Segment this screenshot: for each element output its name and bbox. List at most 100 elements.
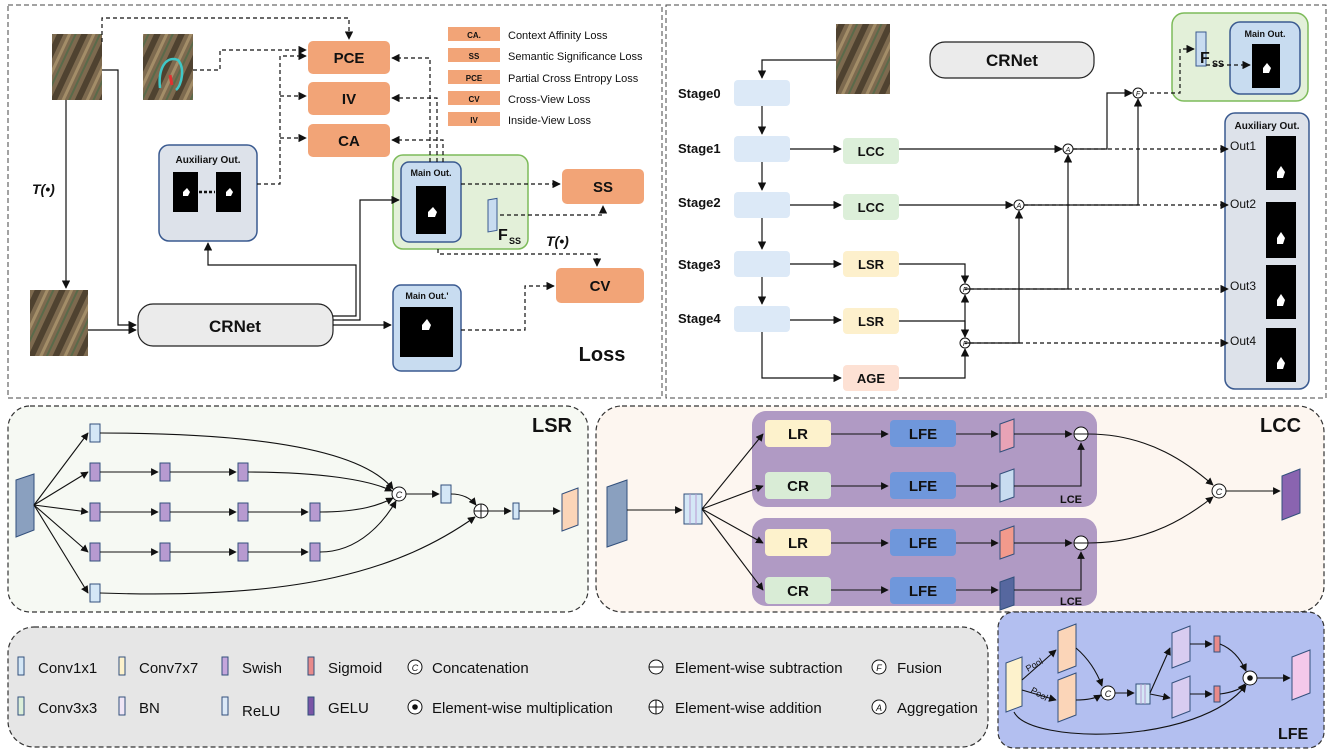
svg-text:LFE: LFE <box>909 426 937 443</box>
svg-text:CR: CR <box>787 478 809 495</box>
legend-element-sub: Element-wise subtraction <box>675 660 843 677</box>
svg-text:LFE: LFE <box>909 535 937 552</box>
legend-conv1x1: Conv1x1 <box>38 660 97 677</box>
ss-box <box>562 169 644 204</box>
age-box <box>843 365 899 391</box>
lfe4-box <box>890 577 956 604</box>
legend-relu: ReLU <box>242 703 280 720</box>
svg-text:Auxiliary Out.: Auxiliary Out. <box>1234 121 1299 132</box>
svg-text:Stage0: Stage0 <box>678 86 721 101</box>
svg-text:SS: SS <box>509 236 521 246</box>
input-image <box>52 34 102 100</box>
lcc-title: LCC <box>1260 415 1301 437</box>
svg-text:F: F <box>1136 91 1141 98</box>
svg-text:LSR: LSR <box>858 257 885 272</box>
add-op-icon <box>473 503 489 519</box>
ca-box <box>308 124 390 157</box>
legend-fusion: Fusion <box>897 660 942 677</box>
svg-text:Stage1: Stage1 <box>678 141 721 156</box>
svg-text:CV: CV <box>468 95 480 104</box>
svg-text:Out1: Out1 <box>1230 139 1256 153</box>
lfe1-box <box>890 420 956 447</box>
svg-text:Stage3: Stage3 <box>678 257 721 272</box>
svg-text:C: C <box>396 490 403 500</box>
svg-text:LCC: LCC <box>858 200 885 215</box>
cr2-box <box>765 577 831 604</box>
scribble-image <box>143 34 193 100</box>
fusion-op-icon-3: F <box>1132 87 1144 99</box>
transformed-image <box>30 290 88 356</box>
lsr-panel: LSR C <box>7 405 589 613</box>
transform-label: T(•) <box>32 181 55 197</box>
pce-label: PCE <box>334 50 365 67</box>
lfe2-box <box>890 472 956 499</box>
svg-text:Out3: Out3 <box>1230 279 1256 293</box>
svg-text:F: F <box>498 227 508 244</box>
subtract-icon <box>648 659 664 675</box>
scribble-annotation <box>158 57 184 91</box>
lfe-title: LFE <box>1278 726 1309 743</box>
svg-text:Main Out.: Main Out. <box>411 168 452 178</box>
svg-text:AGE: AGE <box>857 371 886 386</box>
svg-text:Out2: Out2 <box>1230 197 1256 211</box>
ca-label: CA <box>338 133 360 150</box>
multiply-icon <box>407 699 423 715</box>
legend-element-add: Element-wise addition <box>675 700 822 717</box>
lr2-box <box>765 529 831 556</box>
stage1-block <box>734 136 790 162</box>
legend-swish: Swish <box>242 660 282 677</box>
lsr1-box <box>843 251 899 277</box>
crnet-title-box <box>929 41 1095 79</box>
svg-text:A: A <box>1016 203 1022 210</box>
lcc-panel: LCC LR CR LFE LFE LR CR LFE LFE LCE LCE <box>595 405 1325 613</box>
svg-text:LR: LR <box>788 535 808 552</box>
lfe-panel: LFE Pool Pool C <box>997 611 1325 749</box>
iv-box <box>308 82 390 115</box>
legend-conv3x3: Conv3x3 <box>38 700 97 717</box>
concatenation-icon: C <box>407 659 423 675</box>
svg-text:LCE: LCE <box>1060 596 1082 608</box>
svg-text:F: F <box>963 341 968 348</box>
svg-text:Main Out.': Main Out.' <box>405 291 448 301</box>
legend-sigmoid: Sigmoid <box>328 660 382 677</box>
svg-text:Out4: Out4 <box>1230 334 1256 348</box>
svg-text:Main Out.: Main Out. <box>1245 29 1286 39</box>
svg-text:CRNet: CRNet <box>209 317 261 336</box>
lr1-box <box>765 420 831 447</box>
crnet-input-image <box>836 24 890 94</box>
svg-text:CA.: CA. <box>467 31 481 40</box>
legend-bn: BN <box>139 700 160 717</box>
svg-text:CR: CR <box>787 583 809 600</box>
svg-text:Partial Cross Entropy Loss: Partial Cross Entropy Loss <box>508 73 639 85</box>
svg-text:SS: SS <box>469 52 480 61</box>
lfe-concat-icon: C <box>1100 685 1116 701</box>
cv-box <box>556 268 644 303</box>
svg-text:Inside-View Loss: Inside-View Loss <box>508 115 591 127</box>
iv-label: IV <box>342 91 356 108</box>
aux-out-panel <box>158 144 258 242</box>
loss-title: Loss <box>579 344 626 366</box>
transform-label-2: T(•) <box>546 233 569 249</box>
cv-label: CV <box>590 278 611 295</box>
svg-text:LR: LR <box>788 426 808 443</box>
svg-text:Stage2: Stage2 <box>678 195 721 210</box>
lfe3-box <box>890 529 956 556</box>
lfe-multiply-icon <box>1242 670 1258 686</box>
lcc2-box <box>843 194 899 220</box>
svg-text:PCE: PCE <box>466 74 483 83</box>
symbol-legend: Conv1x1 Conv3x3 Conv7x7 BN Swish ReLU Si… <box>7 626 989 748</box>
loss-panel: PCE IV CA SS CV CA. Context Affinity Los… <box>7 4 663 399</box>
svg-text:LCC: LCC <box>858 144 885 159</box>
svg-text:F: F <box>876 663 882 673</box>
svg-text:A: A <box>875 703 882 713</box>
legend-aggregation: Aggregation <box>897 700 978 717</box>
svg-text:LSR: LSR <box>858 314 885 329</box>
loss-legend: CA. Context Affinity Loss SS Semantic Si… <box>448 27 643 127</box>
fusion-icon: F <box>871 659 887 675</box>
legend-element-mult: Element-wise multiplication <box>432 700 613 717</box>
svg-text:C: C <box>1105 689 1112 699</box>
crnet-panel: CRNet Stage0 Stage1 Stage2 Stage3 Stage4… <box>665 4 1327 399</box>
svg-text:CRNet: CRNet <box>986 51 1038 70</box>
legend-conv7x7: Conv7x7 <box>139 660 198 677</box>
